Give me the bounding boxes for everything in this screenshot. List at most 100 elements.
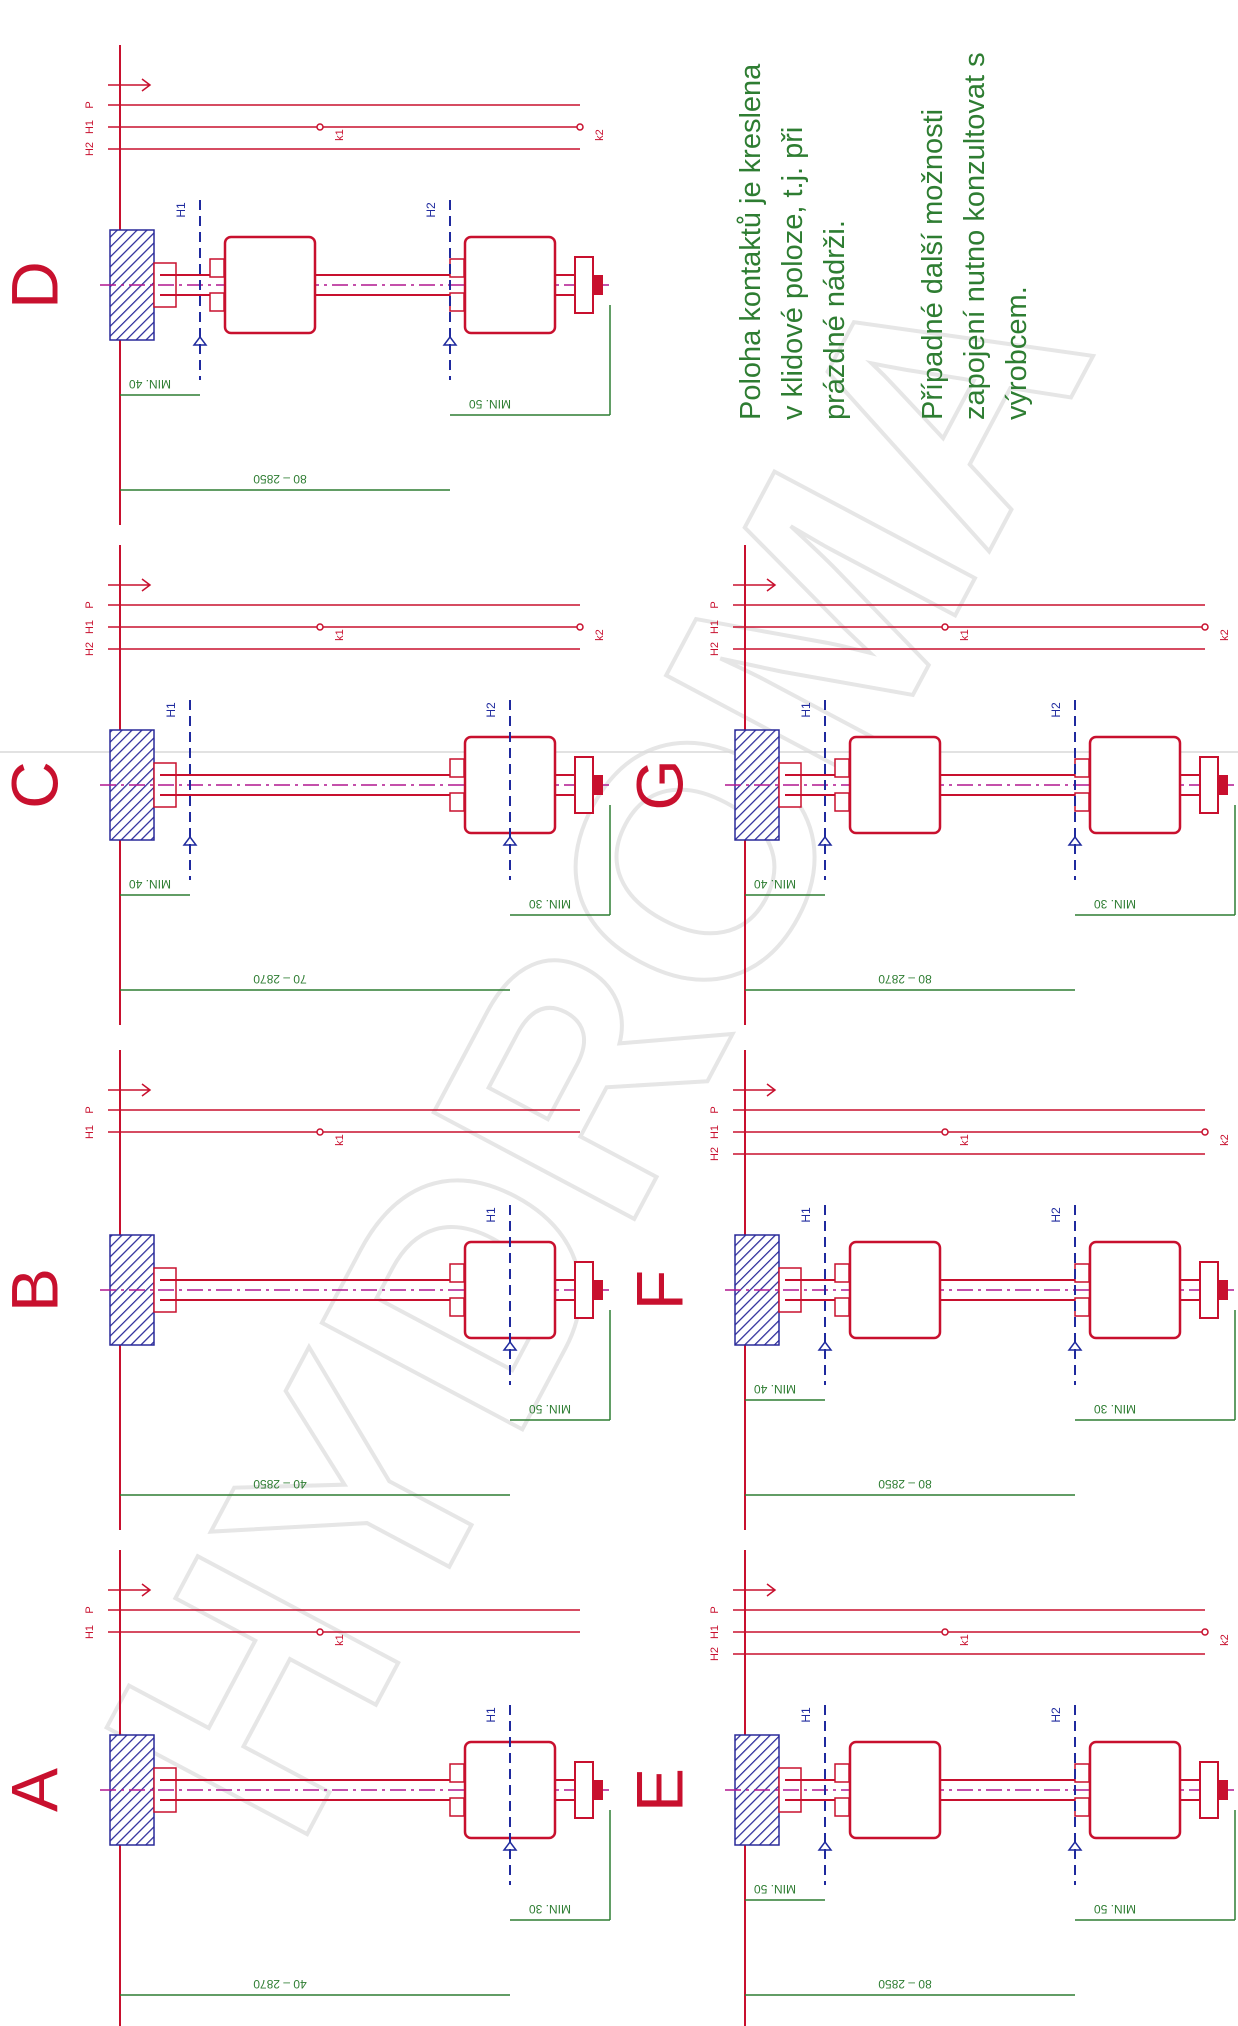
contact-node [576, 623, 584, 631]
float-ring [834, 1763, 850, 1783]
terminal-label: H1 [709, 1625, 721, 1639]
contact-node [941, 1628, 949, 1636]
contact-node [941, 623, 949, 631]
end-stop [574, 756, 594, 814]
contact-label: k1 [334, 1134, 346, 1146]
end-stop [574, 1261, 594, 1319]
float-ring [1074, 1763, 1090, 1783]
end-cap [1218, 1780, 1228, 1800]
wire-arrow [108, 1583, 152, 1597]
terminal-label: H2 [84, 142, 96, 156]
terminal-label: P [84, 1106, 96, 1113]
note-line: prázdné nádrži. [819, 220, 851, 420]
dimension-length-label: 80 – 2850 [878, 1477, 932, 1491]
contact-node [1201, 1628, 1209, 1636]
float-ring [209, 258, 225, 278]
contact-label: k2 [1219, 629, 1231, 641]
float-body [223, 235, 317, 335]
dimension-min-label: MIN. 40 [754, 1382, 796, 1396]
float-ring [834, 792, 850, 812]
float-ring [834, 758, 850, 778]
float-ring [449, 1763, 465, 1783]
level-mark-label: H2 [1049, 1207, 1063, 1223]
float-ring [449, 1297, 465, 1317]
end-stop [1199, 1761, 1219, 1819]
contact-label: k1 [959, 1134, 971, 1146]
level-triangle [1067, 1340, 1083, 1351]
terminal-label: H1 [84, 1125, 96, 1139]
float-body [463, 235, 557, 335]
level-mark-label: H1 [484, 1707, 498, 1723]
contact-label: k2 [1219, 1634, 1231, 1646]
terminal-label: H1 [709, 1125, 721, 1139]
contact-label: k1 [959, 1634, 971, 1646]
contact-node [316, 123, 324, 131]
float-ring [1074, 1297, 1090, 1317]
end-stop [574, 1761, 594, 1819]
level-mark-label: H2 [1049, 702, 1063, 718]
float-ring [449, 292, 465, 312]
dimension-min-label: MIN. 30 [529, 897, 571, 911]
contact-position-note: Poloha kontaktů je kreslena v klidové po… [730, 0, 1050, 420]
float-ring [449, 792, 465, 812]
float-ring [1074, 758, 1090, 778]
terminal-label: H1 [84, 620, 96, 634]
note-line: Případné další možnosti [917, 108, 949, 420]
level-triangle [1067, 835, 1083, 846]
contact-node [1201, 623, 1209, 631]
terminal-label: H2 [709, 642, 721, 656]
float-ring [1074, 1263, 1090, 1283]
terminal-label: P [84, 601, 96, 608]
float-ring [449, 758, 465, 778]
variant-letter: G [622, 759, 696, 810]
float-body [848, 1240, 942, 1340]
dimension-min-label: MIN. 40 [754, 877, 796, 891]
level-triangle [817, 835, 833, 846]
terminal-label: H2 [709, 1647, 721, 1661]
float-ring [449, 1263, 465, 1283]
level-mark-label: H2 [1049, 1707, 1063, 1723]
dimension-min-label: MIN. 50 [754, 1882, 796, 1896]
contact-label: k1 [334, 129, 346, 141]
end-stop [1199, 1261, 1219, 1319]
wire-arrow [108, 1083, 152, 1097]
end-cap [1218, 775, 1228, 795]
level-triangle [502, 835, 518, 846]
contact-node [316, 1628, 324, 1636]
contact-node [316, 1128, 324, 1136]
dimension-length-label: 80 – 2870 [878, 972, 932, 986]
variant-letter: D [0, 261, 71, 309]
dimension-length-label: 40 – 2850 [253, 1477, 307, 1491]
note-paragraph-1: Poloha kontaktů je kreslena v klidové po… [730, 0, 856, 420]
note-paragraph-2: Případné další možnosti zapojení nutno k… [912, 0, 1038, 420]
end-cap [593, 1280, 603, 1300]
float-ring [449, 1797, 465, 1817]
level-triangle [192, 335, 208, 346]
variant-letter: A [0, 1768, 71, 1812]
dimension-min-label: MIN. 50 [469, 397, 511, 411]
level-triangle [442, 335, 458, 346]
terminal-label: P [709, 1606, 721, 1613]
note-line: Poloha kontaktů je kreslena [735, 63, 767, 420]
float-ring [834, 1263, 850, 1283]
level-triangle [502, 1340, 518, 1351]
float-body [1088, 1740, 1182, 1840]
wire-arrow [108, 578, 152, 592]
contact-node [941, 1128, 949, 1136]
wire-arrow [108, 78, 152, 92]
dimension-min-label: MIN. 30 [1094, 1402, 1136, 1416]
float-ring [449, 258, 465, 278]
note-line: v klidové poloze, t.j. při [777, 126, 809, 420]
dimension-length-label: 80 – 2850 [253, 472, 307, 486]
float-body [848, 1740, 942, 1840]
terminal-label: P [709, 1106, 721, 1113]
level-triangle [182, 835, 198, 846]
contact-label: k1 [959, 629, 971, 641]
contact-label: k2 [1219, 1134, 1231, 1146]
variant-letter: C [0, 761, 71, 809]
